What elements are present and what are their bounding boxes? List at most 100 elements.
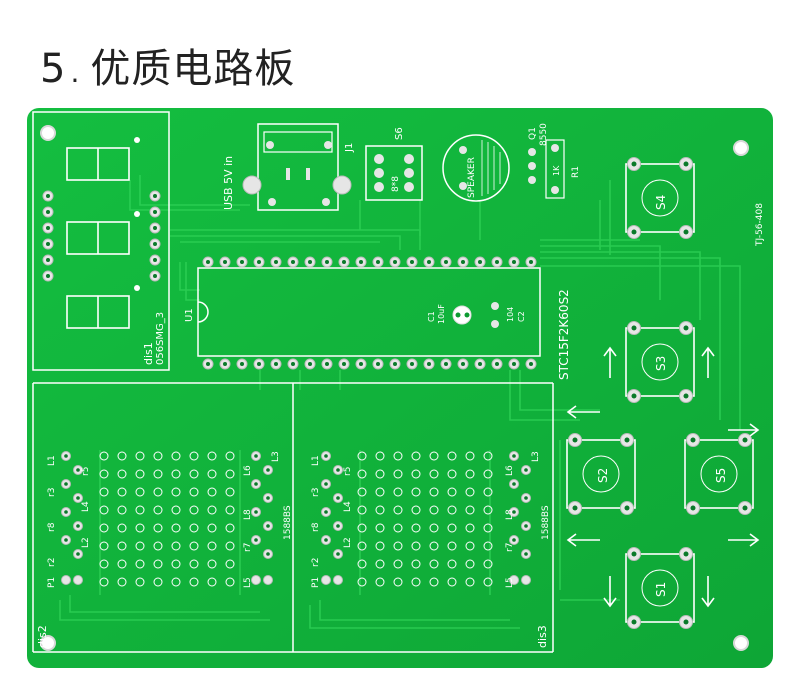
mcu-pin-hole bbox=[529, 260, 533, 264]
matrix-dot bbox=[375, 487, 385, 497]
mcu-pin-hole bbox=[257, 362, 261, 366]
mcu-pin-hole bbox=[512, 362, 516, 366]
mcu-pin-hole bbox=[223, 260, 227, 264]
label-u1: U1 bbox=[184, 308, 195, 322]
matrix-side-pin-hole bbox=[336, 552, 340, 556]
svg-text:L6: L6 bbox=[505, 465, 515, 476]
mcu-pin-hole bbox=[512, 260, 516, 264]
matrix-dot bbox=[135, 559, 145, 569]
button-pad-hole bbox=[631, 229, 637, 235]
mcu-pin-hole bbox=[427, 362, 431, 366]
svg-text:P1: P1 bbox=[47, 577, 57, 588]
mcu-pin-hole bbox=[410, 362, 414, 366]
mcu-outline bbox=[197, 267, 541, 357]
label-s6-value: 8*8 bbox=[391, 176, 401, 192]
svg-text:L6: L6 bbox=[243, 465, 253, 476]
matrix-side-pin-hole bbox=[512, 482, 516, 486]
label-board-id: TJ-56-408 bbox=[755, 203, 765, 247]
matrix-dot bbox=[375, 541, 385, 551]
matrix-dot bbox=[447, 451, 457, 461]
matrix-side-pins bbox=[61, 451, 531, 585]
mcu-notch bbox=[197, 301, 209, 323]
matrix-dot bbox=[429, 505, 439, 515]
matrix-dot bbox=[117, 523, 127, 533]
matrix-side-pin-hole bbox=[324, 510, 328, 514]
matrix-dot bbox=[207, 451, 217, 461]
matrix-side-pin-hole bbox=[512, 510, 516, 514]
matrix-side-pin-hole bbox=[324, 538, 328, 542]
label-r1: R1 bbox=[571, 166, 581, 178]
label-s3: S3 bbox=[654, 356, 668, 371]
mcu-pin-hole bbox=[393, 260, 397, 264]
mcu-pin-hole bbox=[461, 260, 465, 264]
matrix-dot bbox=[447, 577, 457, 587]
button-cap bbox=[641, 343, 679, 381]
matrix-dot bbox=[447, 469, 457, 479]
button-pad-hole bbox=[631, 393, 637, 399]
matrix-dot bbox=[117, 487, 127, 497]
label-dis1: dis1 bbox=[142, 342, 155, 365]
mcu-pin-hole bbox=[223, 362, 227, 366]
button-pad-hole bbox=[631, 325, 637, 331]
matrix-dot bbox=[171, 559, 181, 569]
label-c1-value: 10uF bbox=[437, 304, 446, 324]
matrix-dot bbox=[483, 541, 493, 551]
svg-text:L4: L4 bbox=[343, 501, 353, 512]
matrix-side-pin-hole bbox=[76, 524, 80, 528]
matrix-dot bbox=[189, 487, 199, 497]
matrix-dot bbox=[117, 469, 127, 479]
matrix-dot bbox=[393, 559, 403, 569]
button-pad-hole bbox=[572, 505, 578, 511]
label-s2: S2 bbox=[596, 468, 610, 483]
matrix-dot bbox=[225, 523, 235, 533]
matrix-side-pin-hole bbox=[266, 524, 270, 528]
c1-c2 bbox=[452, 302, 499, 328]
matrix-side-pin-hole bbox=[64, 538, 68, 542]
button-pad-hole bbox=[631, 161, 637, 167]
mcu-pin-hole bbox=[342, 260, 346, 264]
matrix-dot bbox=[171, 541, 181, 551]
matrix-dot bbox=[375, 523, 385, 533]
matrix-dot bbox=[465, 559, 475, 569]
label-s4: S4 bbox=[654, 195, 668, 210]
mcu-pin-hole bbox=[376, 260, 380, 264]
matrix-side-pin-hole bbox=[64, 482, 68, 486]
matrix-dot bbox=[189, 505, 199, 515]
mcu-pin-hole bbox=[206, 362, 210, 366]
matrix-dot bbox=[375, 559, 385, 569]
matrix-dot bbox=[411, 577, 421, 587]
svg-text:1588BS: 1588BS bbox=[283, 505, 293, 540]
matrix-dot bbox=[207, 559, 217, 569]
matrix-dot bbox=[135, 451, 145, 461]
mcu-pin-hole bbox=[495, 362, 499, 366]
matrix-dot bbox=[189, 451, 199, 461]
matrix-dot bbox=[99, 469, 109, 479]
svg-text:r3: r3 bbox=[311, 488, 321, 497]
matrix-dot bbox=[411, 487, 421, 497]
matrix-side-pin bbox=[73, 575, 83, 585]
matrix-dot bbox=[153, 451, 163, 461]
label-c2: C2 bbox=[517, 311, 526, 322]
matrix-dot bbox=[189, 523, 199, 533]
matrix-dot bbox=[411, 469, 421, 479]
matrix-side-pin-hole bbox=[64, 510, 68, 514]
svg-text:r8: r8 bbox=[47, 522, 57, 532]
svg-text:r5: r5 bbox=[81, 467, 91, 476]
matrix-dot bbox=[189, 577, 199, 587]
matrix-dot bbox=[135, 505, 145, 515]
matrix-dot bbox=[153, 577, 163, 587]
matrix-dot bbox=[117, 451, 127, 461]
matrix-dot bbox=[465, 541, 475, 551]
matrix-dot bbox=[225, 559, 235, 569]
button-pad-hole bbox=[683, 161, 689, 167]
dp-dot bbox=[134, 211, 140, 217]
mcu-pin-hole bbox=[444, 260, 448, 264]
speaker bbox=[442, 134, 510, 202]
mount-hole-br bbox=[733, 635, 749, 651]
svg-text:L2: L2 bbox=[81, 537, 91, 548]
matrix-side-pin bbox=[321, 575, 331, 585]
matrix-dot bbox=[117, 505, 127, 515]
matrix-dot bbox=[99, 451, 109, 461]
mount-hole-tl bbox=[40, 125, 56, 141]
